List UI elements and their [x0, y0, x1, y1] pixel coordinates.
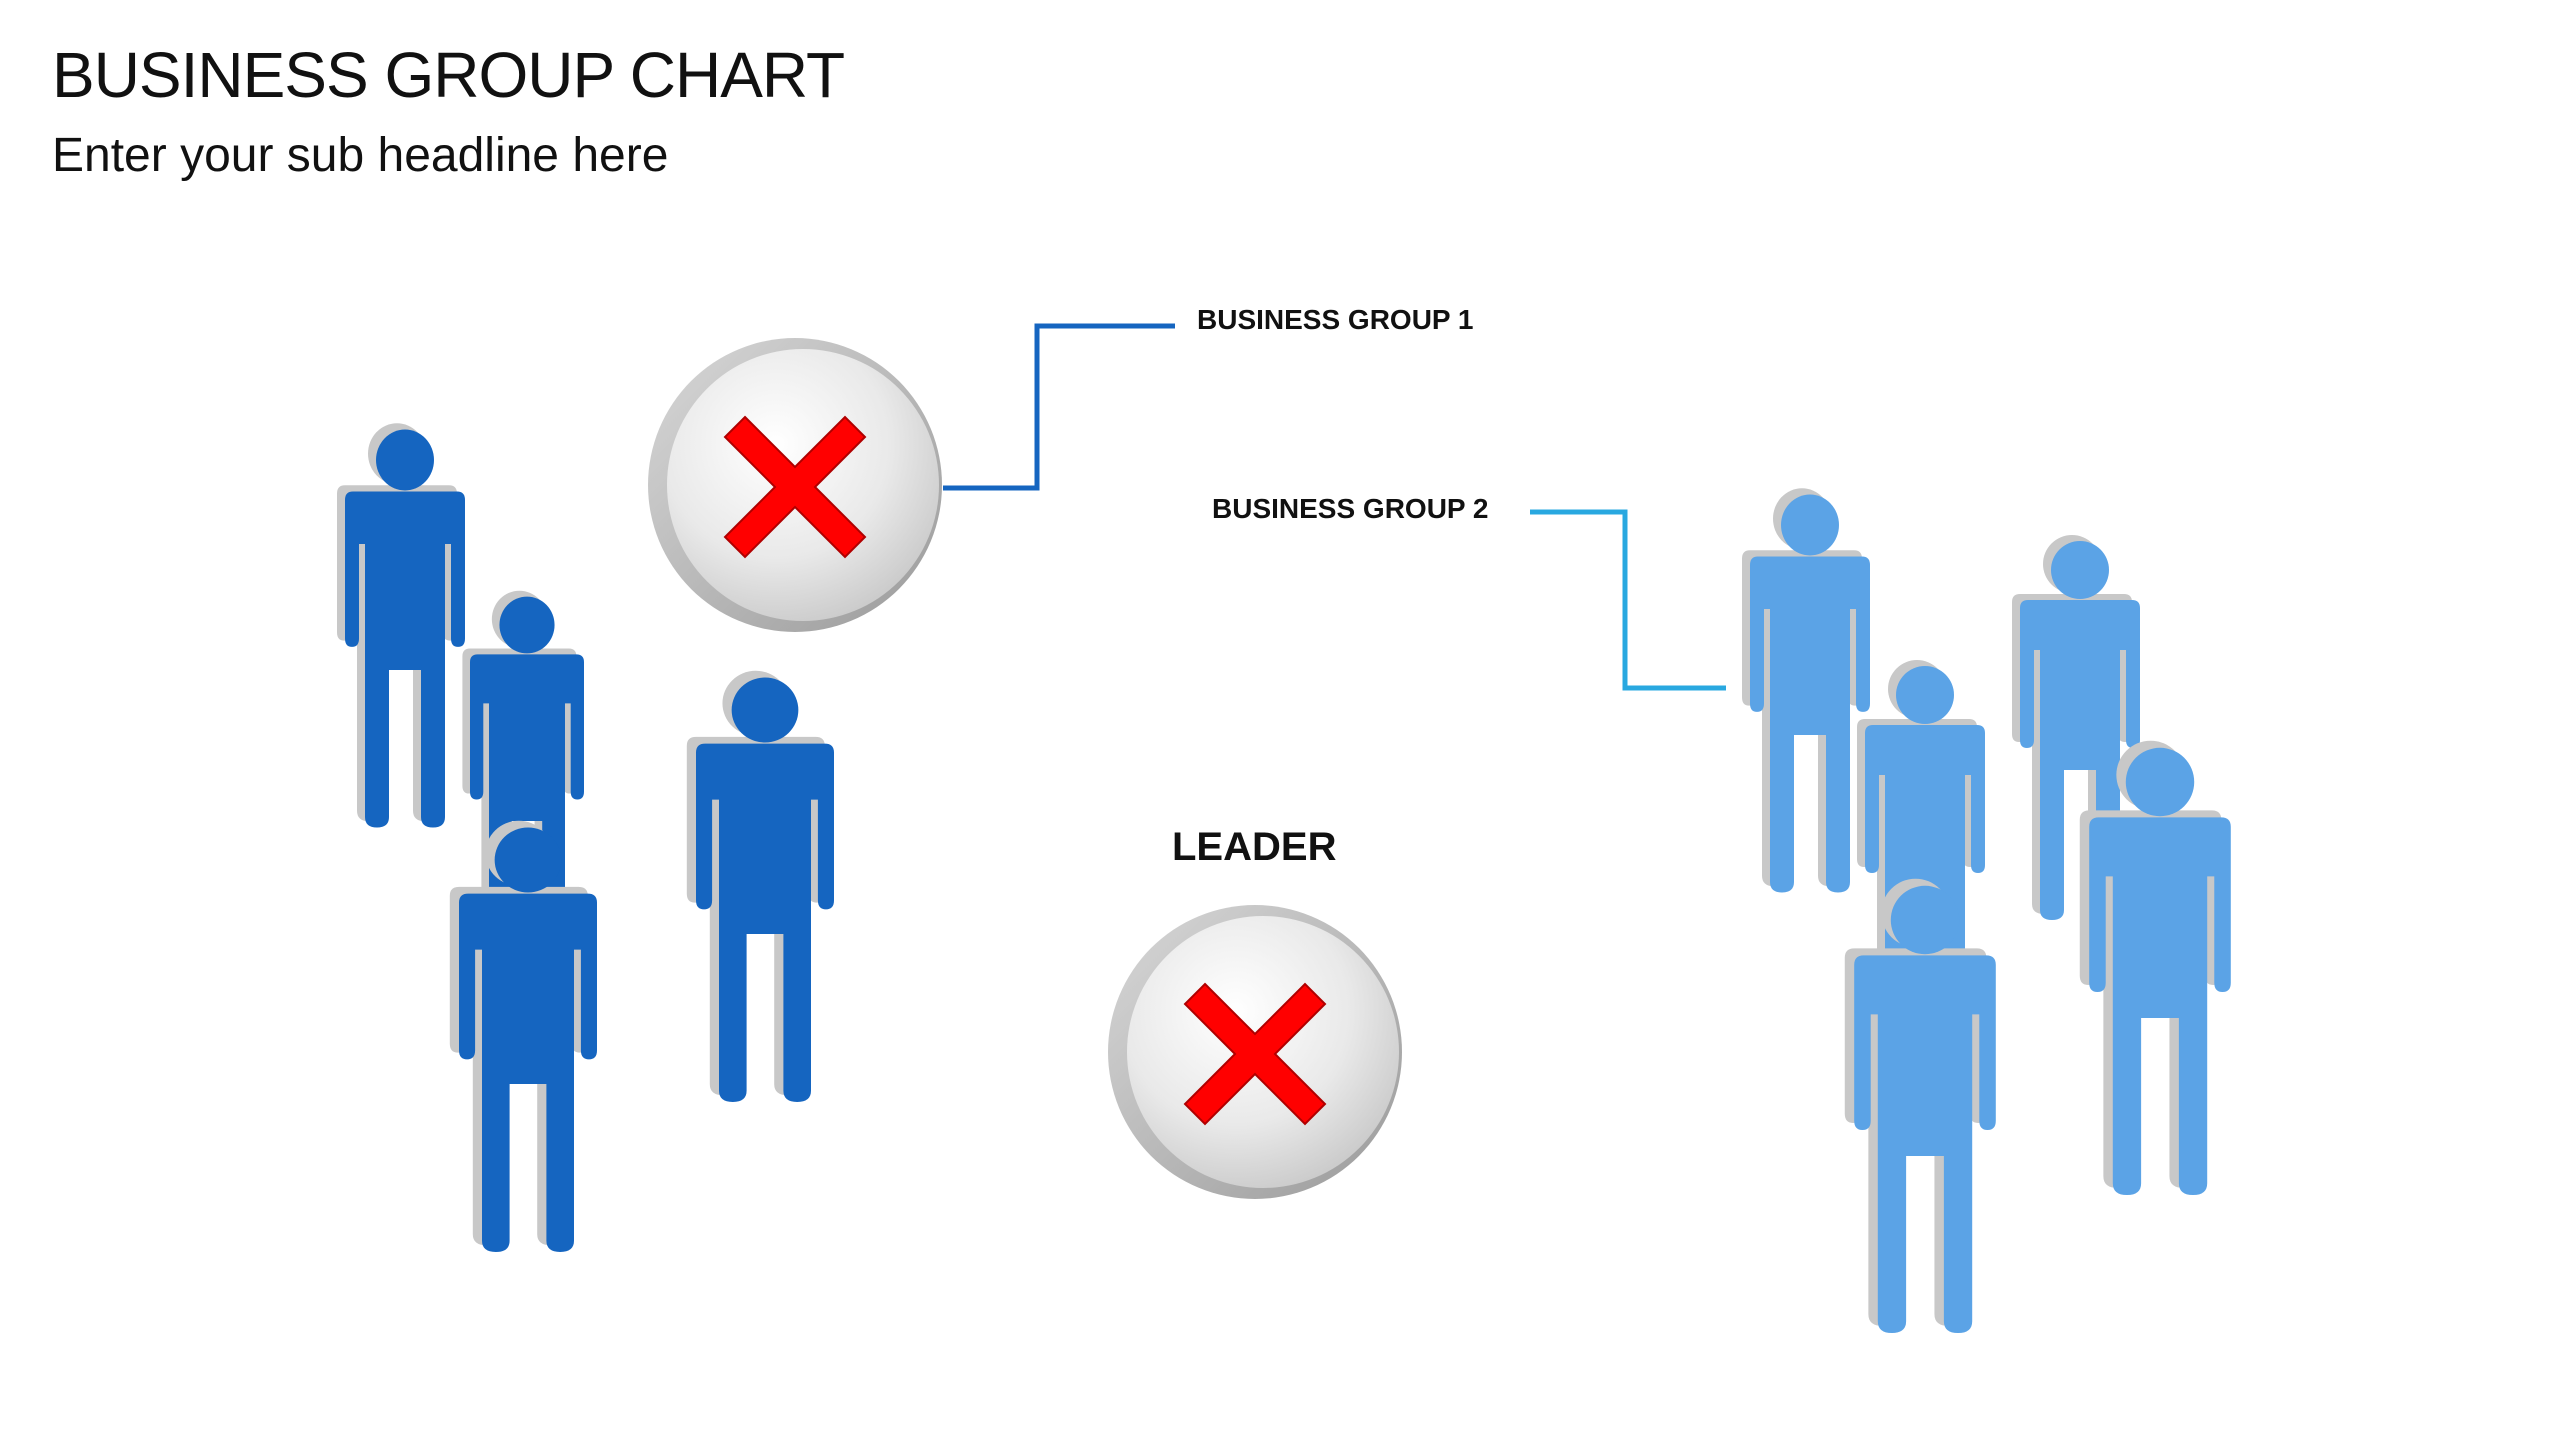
person-icon	[686, 670, 834, 1102]
leader-label: LEADER	[1172, 825, 1337, 869]
x-mark-icon	[648, 338, 942, 632]
business-group-2-label: BUSINESS GROUP 2	[1212, 493, 1489, 524]
connector-group1	[943, 323, 1175, 491]
person-icon	[449, 820, 597, 1252]
person-icon	[1742, 488, 1870, 893]
connector-group2	[1530, 509, 1726, 691]
page-subtitle: Enter your sub headline here	[52, 129, 669, 182]
business-group-1-label: BUSINESS GROUP 1	[1197, 304, 1474, 335]
group2-people	[1742, 488, 2231, 1333]
page-title: BUSINESS GROUP CHART	[52, 39, 845, 111]
person-icon	[1844, 878, 1996, 1333]
x-mark-icon	[1108, 905, 1402, 1199]
person-icon	[337, 423, 465, 828]
